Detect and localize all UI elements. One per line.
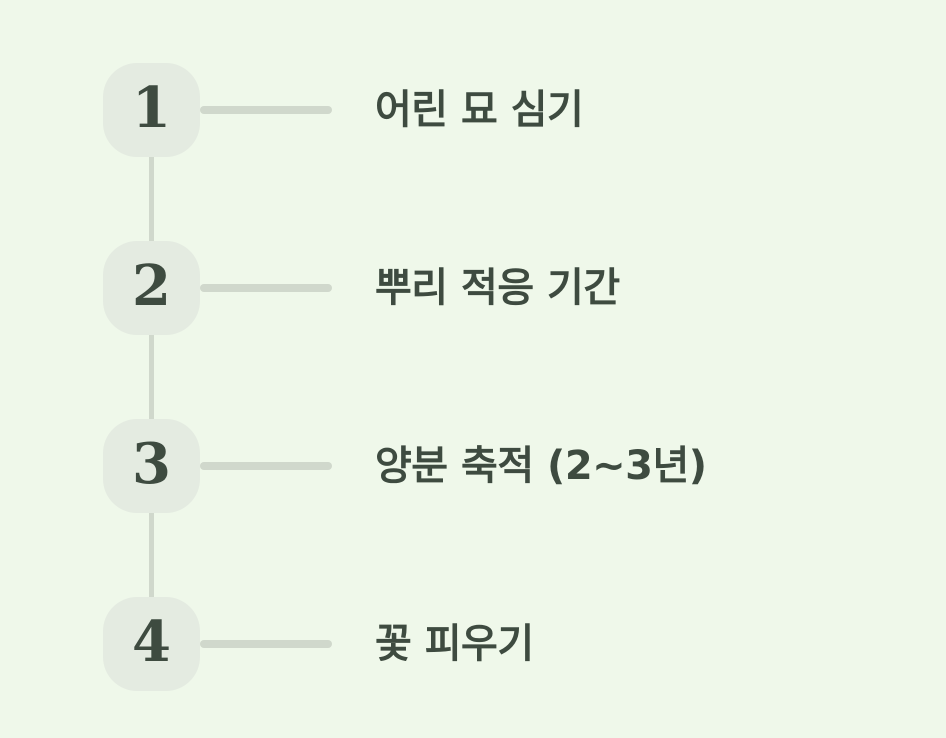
step-number-badge: 3 bbox=[103, 419, 200, 513]
step-row-1: 1 어린 묘 심기 bbox=[103, 63, 584, 157]
step-number-badge: 4 bbox=[103, 597, 200, 691]
step-row-3: 3 양분 축적 (2~3년) bbox=[103, 419, 707, 513]
step-connector-line bbox=[200, 640, 332, 648]
step-number: 2 bbox=[132, 253, 171, 319]
step-number: 1 bbox=[132, 75, 171, 141]
step-label: 꽃 피우기 bbox=[375, 621, 534, 667]
step-connector-line bbox=[200, 106, 332, 114]
step-row-2: 2 뿌리 적응 기간 bbox=[103, 241, 620, 335]
step-label: 뿌리 적응 기간 bbox=[375, 265, 620, 311]
step-row-4: 4 꽃 피우기 bbox=[103, 597, 534, 691]
step-label: 양분 축적 (2~3년) bbox=[375, 443, 707, 489]
step-label: 어린 묘 심기 bbox=[375, 87, 584, 133]
step-connector-line bbox=[200, 284, 332, 292]
step-number: 4 bbox=[132, 609, 171, 675]
step-number-badge: 2 bbox=[103, 241, 200, 335]
step-connector-line bbox=[200, 462, 332, 470]
vertical-connector-line bbox=[149, 110, 154, 644]
step-number: 3 bbox=[132, 431, 171, 497]
step-number-badge: 1 bbox=[103, 63, 200, 157]
